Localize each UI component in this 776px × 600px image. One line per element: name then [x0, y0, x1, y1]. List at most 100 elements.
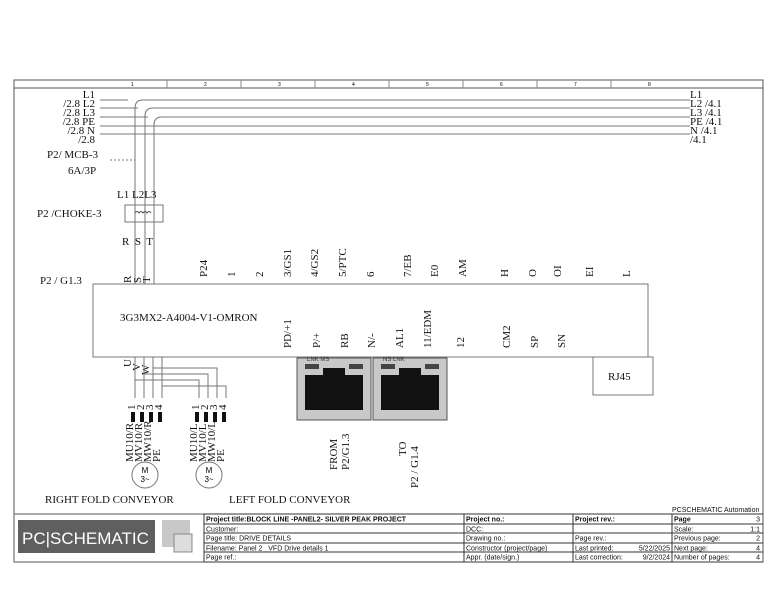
column-number: 4 [352, 82, 355, 88]
bus-label-left: /2.8 N [68, 125, 96, 137]
svg-text:3: 3 [208, 404, 220, 410]
drive-terminal-top: 7/EB [402, 254, 414, 277]
title-block-cell: Last correction: [575, 555, 623, 562]
drive-terminal-bottom: RB [339, 333, 351, 348]
title-block-cell: Previous page: [674, 536, 721, 543]
bus-label-right: PE /4.1 [690, 116, 722, 128]
motor-terminal: V [131, 363, 143, 371]
bus-label-right: L1 [690, 89, 702, 101]
drive-terminal-top: 4/GS2 [309, 249, 321, 277]
svg-text:1: 1 [190, 405, 202, 411]
rj45-socket-icon [381, 368, 439, 410]
column-number: 6 [500, 82, 503, 88]
svg-text:4: 4 [153, 404, 165, 410]
feed-wires [110, 99, 690, 284]
drive-terminal-bottom: P/+ [311, 333, 323, 348]
drive-terminal-top: E0 [429, 264, 441, 277]
bus-label-right: /4.1 [690, 134, 707, 146]
drive-terminal-top: 2 [254, 272, 266, 278]
motor-icon [131, 461, 159, 489]
drive-terminal-top: P24 [198, 259, 210, 277]
drive-terminal-top: EI [584, 266, 596, 277]
svg-text:3~: 3~ [204, 475, 213, 484]
wire-label: MV10/R [133, 422, 145, 462]
rj45-label: RJ45 [608, 371, 631, 383]
title-block-cell: Appr. (date/sign.) [466, 555, 519, 562]
title-block-cell: 9/2/2024 [643, 555, 670, 562]
drive-terminal-top: 6 [365, 271, 377, 277]
rj45-socket-icon [305, 368, 363, 410]
wire-label: MW10/L [206, 421, 218, 462]
drive-terminal-top: OI [552, 265, 564, 277]
terminal-block [195, 412, 199, 422]
drive-terminal-bottom: N/- [366, 333, 378, 348]
bus-label-left: /2.8 [78, 134, 95, 146]
motor-terminal: W [140, 364, 152, 375]
motor-label: RIGHT FOLD CONVEYOR [45, 494, 174, 506]
title-block-cell: Filename: Panel 2 _VFD Drive details 1 [206, 546, 329, 553]
title-block-cell: Last printed: [575, 546, 614, 553]
svg-text:2: 2 [135, 405, 147, 411]
to-label: TO [397, 441, 409, 456]
drive-terminal-top: R [122, 275, 134, 283]
vendor-label: PCSCHEMATIC Automation [672, 507, 760, 514]
terminal-block [149, 412, 153, 422]
title-block-cell: Scale: [674, 527, 694, 534]
mcb-rating: 6A/3P [68, 165, 96, 177]
drive-terminal-bottom: 11/EDM [422, 310, 434, 348]
drive-terminal-top: S [132, 277, 144, 283]
port-led-label: LNK MS [307, 357, 329, 363]
title-block-cell: Project rev.: [575, 517, 615, 524]
svg-text:3~: 3~ [140, 475, 149, 484]
title-block-cell: Customer: [206, 527, 238, 534]
bus-label-left: /2.8 PE [63, 116, 96, 128]
motor-icon [195, 461, 223, 489]
port-led-label: NS LNK [383, 357, 405, 363]
title-block-cell: 4 [756, 555, 760, 562]
title-block-cell: Number of pages: [674, 555, 730, 562]
drive-terminal-bottom: PD/+1 [282, 319, 294, 348]
bus-label-left: L1 [83, 89, 95, 101]
ethernet-port: NS LNK [372, 357, 448, 421]
drive-terminal-top: 3/GS1 [282, 249, 294, 277]
title-block-cell: 5/22/2025 [639, 546, 670, 553]
wire-label: MV10/L [197, 423, 209, 462]
wire-label: PE [215, 449, 227, 462]
title-block-cell: Project title:BLOCK LINE -PANEL2- SILVER… [206, 517, 407, 524]
from-ref: P2/G1.3 [340, 433, 352, 470]
wire-label: MW10/R [142, 420, 154, 462]
title-block-cell: Page rev.: [575, 536, 606, 543]
drive-terminal-top: L [621, 270, 633, 277]
drive-terminal-top: O [527, 269, 539, 277]
column-number: 2 [204, 82, 207, 88]
wire-label: MU10/L [188, 423, 200, 462]
terminal-block [204, 412, 208, 422]
title-block-cell: 1:1 [750, 527, 760, 534]
motor-terminal: U [122, 359, 134, 367]
terminal-block [213, 412, 217, 422]
column-number: 7 [574, 82, 577, 88]
column-number: 3 [278, 82, 281, 88]
wire-label: MU10/R [124, 422, 136, 462]
column-number: 5 [426, 82, 429, 88]
terminal-block [222, 412, 226, 422]
drive-box [92, 283, 649, 358]
from-label: FROM [328, 439, 340, 470]
svg-text:2: 2 [199, 405, 211, 411]
svg-text:M: M [206, 466, 213, 475]
drive-terminal-top: 1 [226, 272, 238, 278]
bus-label-left: /2.8 L3 [63, 107, 95, 119]
title-block-cell: DCC: [466, 527, 483, 534]
terminal-block [131, 412, 135, 422]
choke-inputs: L1 L2L3 [117, 189, 157, 201]
column-number: 8 [648, 82, 651, 88]
terminal-block [140, 412, 144, 422]
motor-wires [134, 357, 227, 398]
choke-box [124, 204, 164, 223]
svg-text:1: 1 [126, 405, 138, 411]
title-block-cell: 2 [756, 536, 760, 543]
terminal-block [158, 412, 162, 422]
